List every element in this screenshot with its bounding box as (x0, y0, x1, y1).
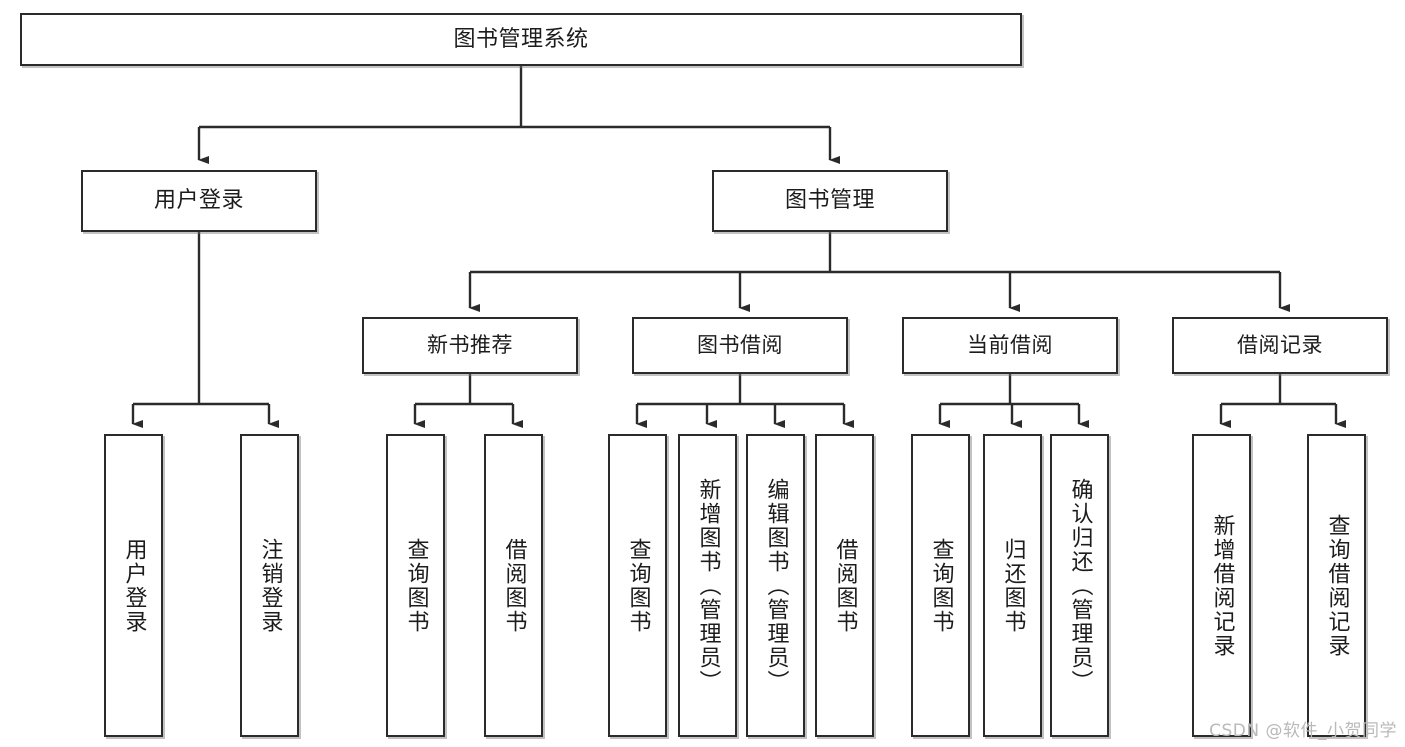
leaf-logout-label: 注销登录 (257, 537, 283, 634)
node-user-login-label: 用户登录 (153, 188, 244, 214)
leaf-return-book[interactable]: 归还图书 (983, 434, 1042, 737)
node-borrow-records[interactable]: 借阅记录 (1172, 317, 1388, 374)
leaf-query-book-borrow[interactable]: 查询图书 (608, 434, 667, 737)
leaf-add-borrow-record[interactable]: 新增借阅记录 (1192, 434, 1251, 737)
node-borrow-records-label: 借阅记录 (1237, 333, 1323, 358)
node-user-login[interactable]: 用户登录 (81, 170, 317, 232)
leaf-edit-book-admin-label: 编辑图书（管理员） (763, 477, 789, 694)
leaf-query-book-borrow-label: 查询图书 (625, 537, 651, 634)
node-root-label: 图书管理系统 (453, 26, 589, 52)
leaf-query-book-current-label: 查询图书 (928, 537, 954, 634)
leaf-query-borrow-record-label: 查询借阅记录 (1324, 513, 1350, 658)
leaf-query-book-newbook-label: 查询图书 (403, 537, 429, 634)
leaf-add-book-admin[interactable]: 新增图书（管理员） (678, 434, 737, 737)
leaf-confirm-return-admin-label: 确认归还（管理员） (1067, 477, 1093, 694)
leaf-logout[interactable]: 注销登录 (240, 434, 299, 737)
leaf-return-book-label: 归还图书 (1000, 537, 1026, 634)
leaf-borrow-book[interactable]: 借阅图书 (815, 434, 874, 737)
node-current-borrow[interactable]: 当前借阅 (902, 317, 1118, 374)
leaf-borrow-book-label: 借阅图书 (832, 537, 858, 634)
leaf-add-borrow-record-label: 新增借阅记录 (1209, 513, 1235, 658)
leaf-borrow-book-newbook[interactable]: 借阅图书 (484, 434, 543, 737)
leaf-query-book-current[interactable]: 查询图书 (911, 434, 970, 737)
node-book-management-label: 图书管理 (784, 188, 875, 214)
leaf-edit-book-admin[interactable]: 编辑图书（管理员） (746, 434, 805, 737)
leaf-borrow-book-newbook-label: 借阅图书 (501, 537, 527, 634)
leaf-query-book-newbook[interactable]: 查询图书 (386, 434, 445, 737)
node-root[interactable]: 图书管理系统 (20, 13, 1022, 66)
leaf-user-login[interactable]: 用户登录 (104, 434, 163, 737)
connector-lines (131, 66, 1346, 428)
node-book-management[interactable]: 图书管理 (712, 170, 948, 232)
node-new-book-recommend-label: 新书推荐 (427, 333, 513, 358)
node-book-borrow[interactable]: 图书借阅 (632, 317, 848, 374)
node-new-book-recommend[interactable]: 新书推荐 (362, 317, 578, 374)
node-current-borrow-label: 当前借阅 (967, 333, 1053, 358)
node-book-borrow-label: 图书借阅 (697, 333, 783, 358)
leaf-user-login-label: 用户登录 (121, 537, 147, 634)
leaf-add-book-admin-label: 新增图书（管理员） (695, 477, 721, 694)
leaf-confirm-return-admin[interactable]: 确认归还（管理员） (1050, 434, 1109, 737)
leaf-query-borrow-record[interactable]: 查询借阅记录 (1307, 434, 1366, 737)
